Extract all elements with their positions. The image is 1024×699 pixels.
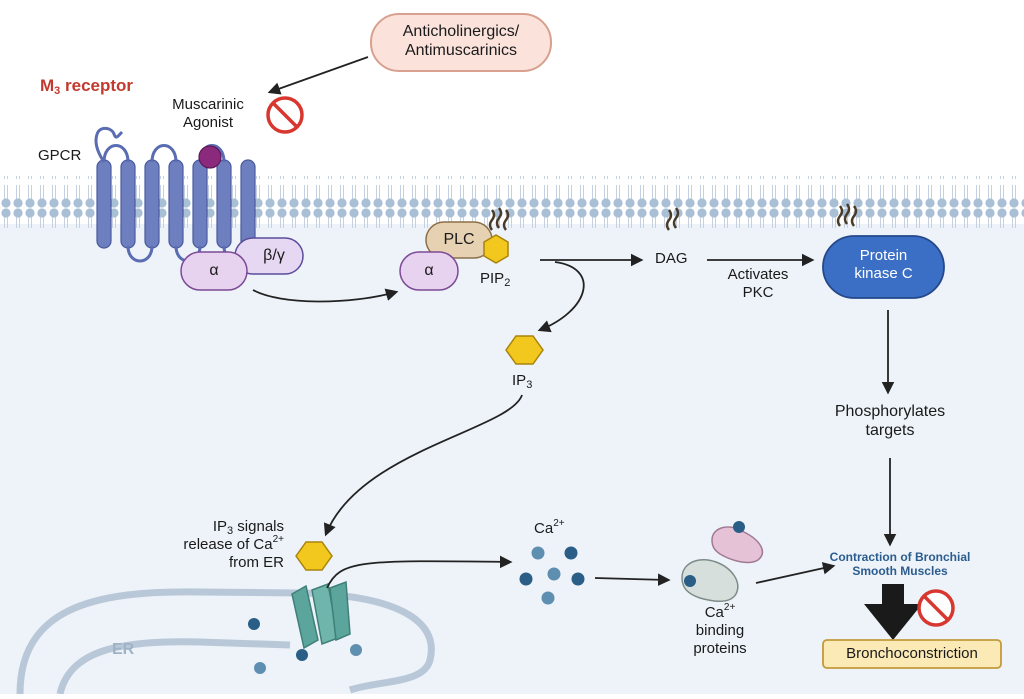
calcium-channel [291, 580, 351, 650]
er-calcium-ions [248, 618, 362, 674]
dag-label: DAG [655, 250, 688, 267]
ip3-er-hexagon-icon [295, 541, 333, 571]
bronchoconstriction-arrow-icon [864, 584, 922, 640]
gpcr-label: GPCR [38, 147, 82, 164]
agonist-label: Muscarinic Agonist [172, 96, 244, 131]
endoplasmic-reticulum [16, 588, 435, 695]
calcium-label: Ca2+ [534, 518, 565, 537]
inhibit-bronchoconstriction-icon [917, 589, 955, 627]
pip2-lipid-tail-icon [488, 207, 510, 231]
ca-binding-proteins-label: Ca2+ binding proteins [693, 602, 747, 657]
pkc-lipid-tail-icon [836, 203, 858, 227]
ip3-hexagon-icon [505, 335, 544, 365]
protein-kinase-c [822, 235, 945, 299]
drug-box [370, 13, 552, 72]
pip2-hexagon-icon [483, 234, 509, 264]
ip3-label: IP3 [512, 372, 533, 391]
pkc-label: Protein kinase C [854, 247, 913, 282]
pathway-arrows [252, 56, 897, 589]
cytosolic-calcium-ions [519, 546, 585, 605]
alpha2-label: α [424, 262, 434, 279]
plc-label: PLC [443, 231, 475, 248]
calcium-binding-proteins [681, 521, 764, 602]
inhibit-icon [266, 96, 304, 134]
cytoplasm [0, 224, 1024, 694]
bronchoconstriction-label: Bronchoconstriction [846, 645, 978, 662]
alpha-subunit [180, 251, 248, 291]
bronchoconstriction-box [822, 639, 1002, 669]
contraction-label: Contraction of Bronchial Smooth Muscles [829, 550, 971, 579]
alpha-subunit-active [399, 251, 459, 291]
gpcr-receptor [96, 159, 256, 249]
phosphorylates-label: Phosphorylates targets [834, 403, 946, 440]
agonist-ligand [198, 145, 222, 169]
beta-gamma-label: β/γ [263, 247, 285, 264]
dag-lipid-tail-icon [665, 207, 680, 231]
ip3-signals-label: IP3 signals release of Ca2+ from ER [183, 518, 284, 571]
drug-label: Anticholinergics/ Antimuscarinics [402, 23, 520, 60]
pip2-label: PIP2 [480, 270, 511, 289]
er-label: ER [112, 641, 135, 658]
alpha-label: α [209, 262, 219, 279]
m3-receptor-label: M3 receptor [40, 76, 134, 97]
activates-pkc-label: Activates PKC [727, 266, 789, 301]
